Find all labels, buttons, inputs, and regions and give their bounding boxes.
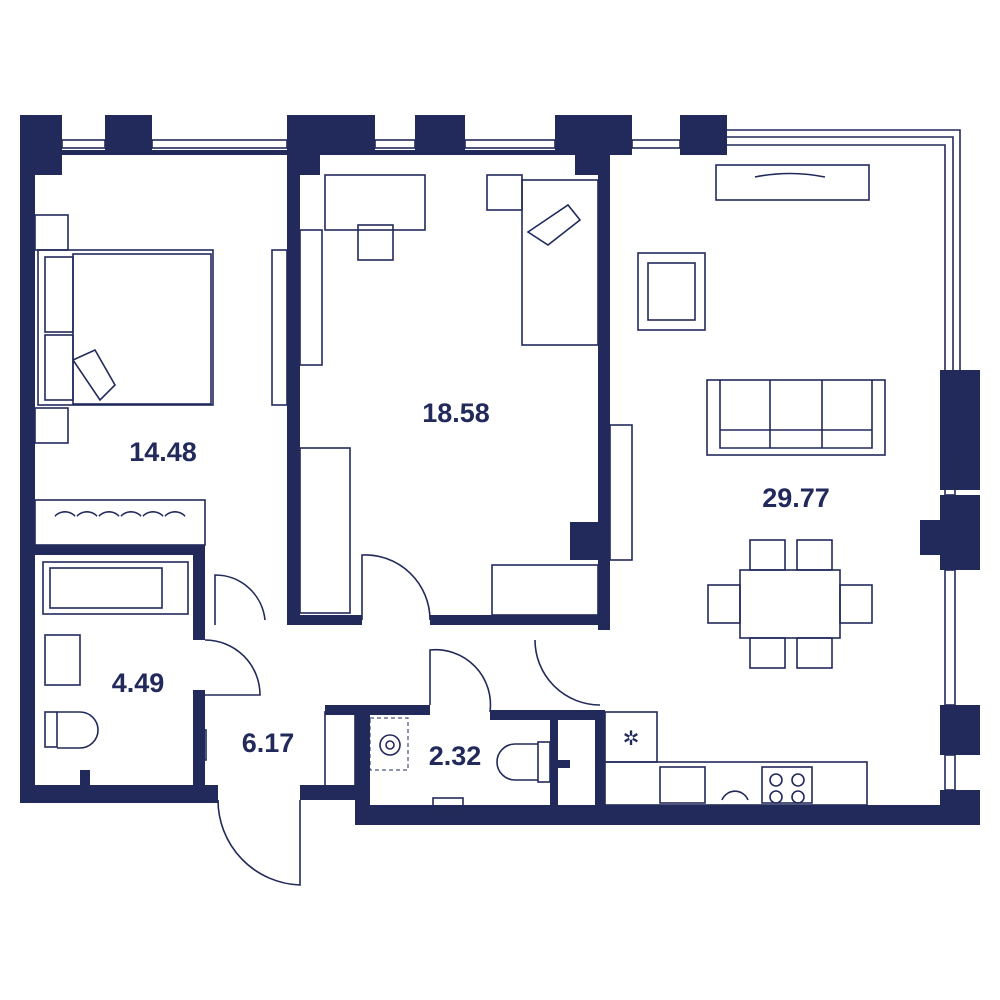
- area-bedroom-1: 14.48: [129, 437, 197, 467]
- area-wc: 2.32: [429, 741, 482, 771]
- walls: [20, 115, 980, 825]
- doors: [204, 554, 601, 886]
- windows: [61, 129, 961, 791]
- living-furniture: ✲: [604, 164, 886, 806]
- bedroom-1-furniture: ⌒⌒⌒⌒⌒⌒: [34, 214, 288, 546]
- area-bathroom: 4.49: [112, 668, 165, 698]
- svg-text:⌒⌒⌒⌒⌒⌒: ⌒⌒⌒⌒⌒⌒: [54, 510, 186, 535]
- area-bedroom-2: 18.58: [422, 398, 490, 428]
- area-hallway: 6.17: [242, 728, 295, 758]
- svg-text:✲: ✲: [623, 728, 640, 750]
- bath-furniture: [42, 561, 551, 811]
- area-living-kitchen: 29.77: [762, 483, 830, 513]
- bedroom-2-furniture: [299, 174, 633, 616]
